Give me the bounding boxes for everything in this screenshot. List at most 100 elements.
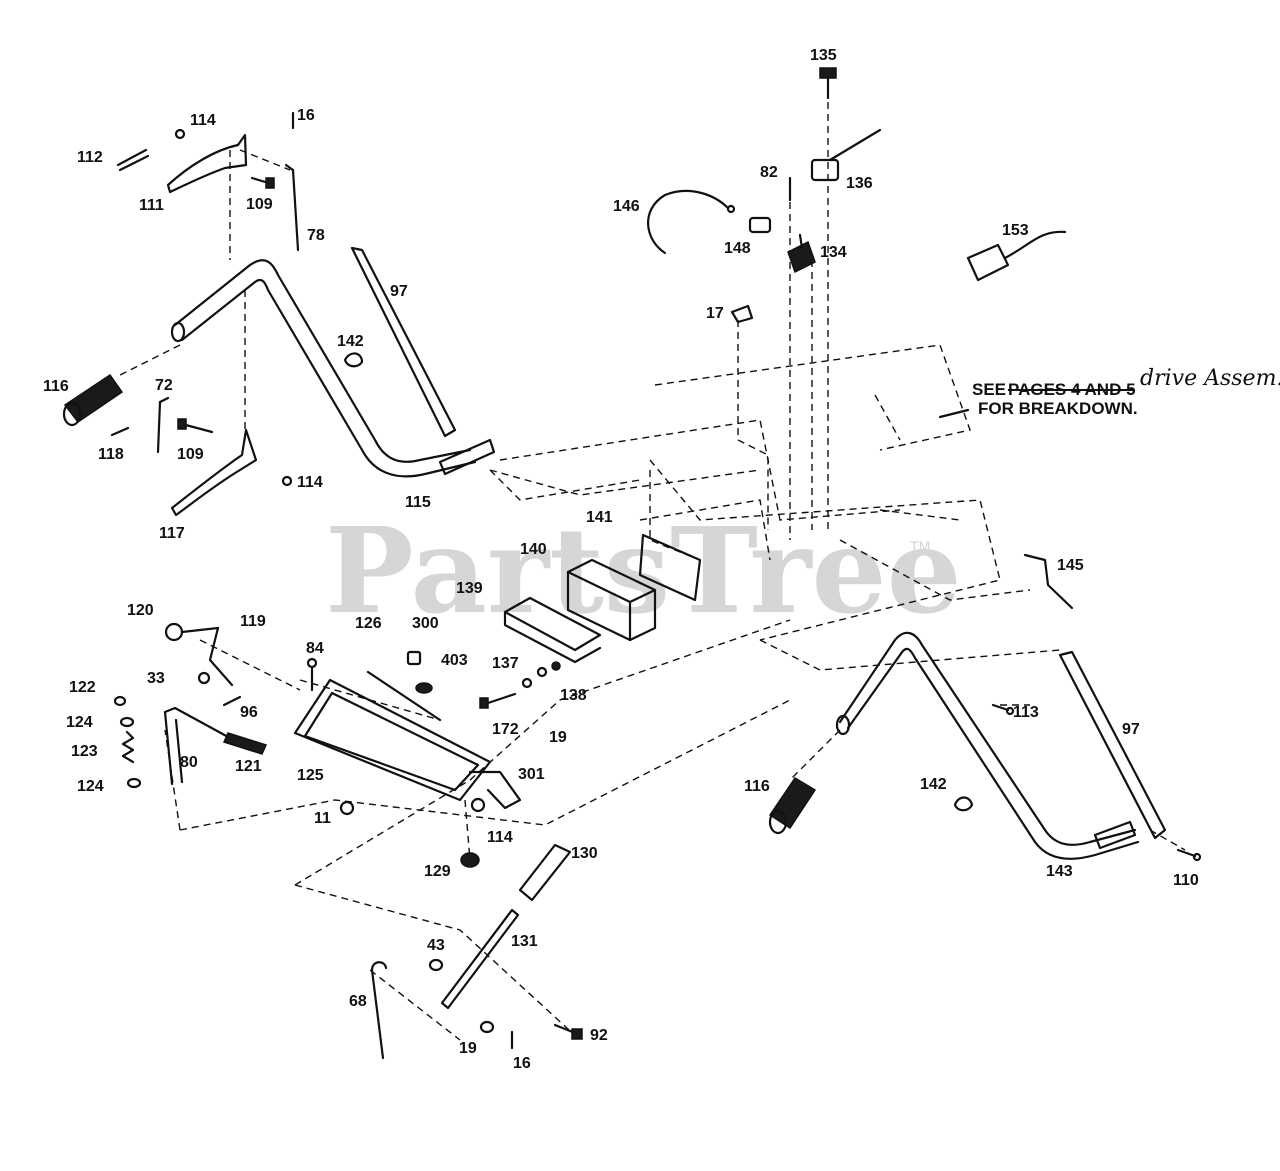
callout: 139 — [456, 580, 483, 597]
callout: 78 — [307, 227, 325, 244]
callout: 16 — [297, 107, 315, 124]
callout: 114 — [190, 112, 216, 129]
watermark: PartsTree — [325, 501, 962, 640]
callout: 116 — [43, 378, 69, 395]
callout: 110 — [1173, 872, 1199, 889]
note-line2: FOR BREAKDOWN. — [978, 399, 1138, 418]
nut-114c — [470, 797, 486, 813]
breakdown-note: SEE PAGES 4 AND 5 drive Assem. FOR BREAK… — [938, 366, 1280, 419]
bracket-301 — [468, 770, 522, 810]
callout: 112 — [77, 149, 103, 166]
callout: 109 — [177, 446, 204, 463]
watermark-tm: TM — [909, 540, 931, 556]
callout: 111 — [139, 197, 164, 214]
callout: 109 — [246, 196, 273, 213]
callout: 137 — [492, 655, 519, 672]
nut-122 — [113, 695, 127, 707]
callout: 116 — [744, 778, 770, 795]
callout: 19 — [459, 1040, 477, 1057]
bolt-137-138 — [521, 661, 561, 689]
callout: 172 — [492, 721, 519, 738]
callout: 140 — [520, 541, 547, 558]
grip-116 — [62, 373, 124, 427]
callout: 19 — [549, 729, 567, 746]
callout: 17 — [706, 305, 724, 322]
washer-43 — [428, 958, 444, 972]
callout: 118 — [98, 446, 124, 463]
callout: 153 — [1002, 222, 1029, 239]
callout: 141 — [586, 509, 613, 526]
callout: 138 — [560, 687, 587, 704]
callout: 124 — [77, 778, 104, 795]
callout: 300 — [412, 615, 439, 632]
callout: 80 — [180, 754, 198, 771]
terminal-148 — [748, 216, 772, 234]
callout: 125 — [297, 767, 324, 784]
rod-72 — [156, 396, 170, 454]
callout: 135 — [810, 47, 837, 64]
grip-121 — [222, 732, 268, 755]
callout: 122 — [69, 679, 96, 696]
callout: 136 — [846, 175, 873, 192]
plug-145 — [1023, 553, 1074, 610]
rod-68 — [370, 961, 388, 1060]
callout: 33 — [147, 670, 165, 687]
callout: 146 — [613, 198, 640, 215]
callout: 84 — [306, 640, 324, 657]
bracket-97 — [350, 246, 457, 438]
callout: 142 — [337, 333, 364, 350]
callout: 148 — [724, 240, 751, 257]
callouts: 135 136 82 146 148 134 153 17 114 16 112… — [43, 47, 1199, 1072]
plate-125 — [293, 678, 492, 802]
bolt-84 — [306, 657, 318, 692]
callout: 114 — [487, 829, 513, 846]
callout: 129 — [424, 863, 451, 880]
lever-111 — [166, 133, 248, 194]
callout: 16 — [513, 1055, 531, 1072]
callout: 301 — [518, 766, 545, 783]
note-handwritten: drive Assem. — [1140, 366, 1280, 391]
callout: 142 — [920, 776, 947, 793]
plug-129 — [460, 852, 480, 868]
pin-112 — [116, 148, 150, 172]
callout: 143 — [1046, 863, 1073, 880]
callout: 117 — [159, 525, 185, 542]
callout: 114 — [297, 474, 323, 491]
solenoid-134 — [787, 233, 816, 274]
callout: 72 — [155, 377, 173, 394]
wire-146 — [647, 189, 736, 255]
bracket-97b — [1058, 650, 1167, 840]
charger-153 — [966, 230, 1067, 282]
grip-130 — [518, 843, 572, 902]
callout: 96 — [240, 704, 258, 721]
washer-19 — [479, 1020, 495, 1034]
callout: 11 — [314, 810, 331, 827]
spring-123 — [121, 730, 135, 764]
clip-17 — [730, 304, 754, 324]
grip-116b — [768, 776, 817, 835]
callout: 97 — [1122, 721, 1140, 738]
washer-33 — [197, 671, 211, 685]
callout: 120 — [127, 602, 154, 619]
callout: 115 — [405, 494, 431, 511]
callout: 123 — [71, 743, 98, 760]
frame-outline-dashed — [489, 344, 1061, 671]
switch-136 — [810, 128, 882, 182]
callout: 134 — [820, 244, 847, 261]
callout: 113 — [1013, 704, 1039, 721]
handle-115 — [170, 259, 496, 478]
bolt-172 — [479, 692, 517, 709]
callout: 130 — [571, 845, 598, 862]
washer-403 — [415, 682, 433, 694]
bolt-109 — [250, 176, 275, 189]
callout: 126 — [355, 615, 382, 632]
bolt-113 — [991, 703, 1015, 716]
note-see: SEE — [972, 380, 1006, 399]
callout: 145 — [1057, 557, 1084, 574]
tray-139 — [503, 596, 602, 664]
callout: 403 — [441, 652, 468, 669]
nut-114 — [174, 128, 186, 140]
note-leader — [938, 408, 970, 419]
battery-140 — [566, 558, 657, 642]
